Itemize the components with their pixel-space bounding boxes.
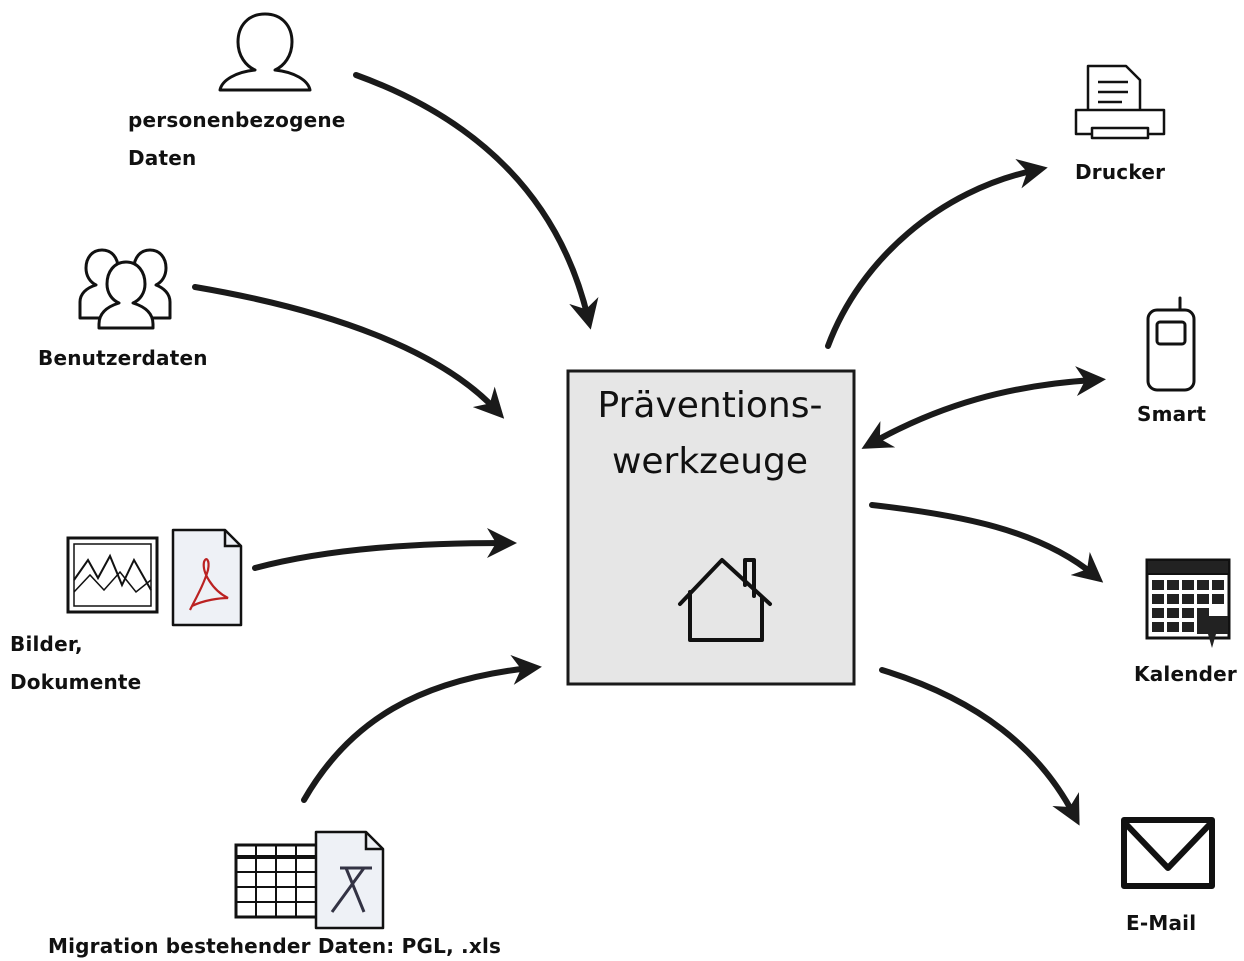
arrow-calendar	[869, 502, 1104, 583]
personal-data-label: personenbezogene Daten	[128, 108, 346, 170]
smart-label: Smart	[1137, 402, 1207, 426]
arrow-migration	[301, 655, 542, 803]
center-title: Präventions- werkzeuge	[568, 378, 852, 490]
pdf-document-icon	[171, 528, 243, 627]
mobile-phone-icon	[1146, 296, 1196, 392]
images-documents-label-line2: Dokumente	[10, 670, 142, 694]
user-group-icon	[78, 248, 172, 330]
house-icon	[678, 558, 772, 642]
center-title-line2: werkzeuge	[611, 441, 809, 482]
image-icon	[66, 536, 159, 614]
personal-data-label-line1: personenbezogene	[128, 108, 346, 132]
arrow-email	[879, 667, 1080, 826]
calendar-label: Kalender	[1134, 662, 1237, 686]
spreadsheet-icon	[234, 843, 322, 919]
center-title-line1: Präventions-	[597, 385, 823, 426]
calendar-icon	[1145, 558, 1231, 648]
printer-label: Drucker	[1075, 160, 1166, 184]
personal-data-label-line2: Daten	[128, 146, 197, 170]
person-icon	[218, 12, 312, 92]
images-documents-label-line1: Bilder,	[10, 632, 83, 656]
center-box	[566, 369, 856, 686]
arrow-personal-data	[353, 72, 599, 330]
migration-label: Migration bestehender Daten: PGL, .xls	[48, 934, 502, 958]
excel-file-icon	[314, 830, 385, 930]
arrow-smart-bidirectional	[861, 366, 1106, 449]
images-documents-label: Bilder, Dokumente	[10, 632, 141, 694]
printer-icon	[1074, 64, 1166, 140]
email-label: E-Mail	[1126, 911, 1197, 935]
user-data-label: Benutzerdaten	[38, 346, 208, 370]
arrow-images-documents	[252, 528, 517, 571]
envelope-icon	[1121, 817, 1215, 889]
arrow-user-data	[192, 284, 505, 419]
arrow-printer	[825, 158, 1048, 349]
